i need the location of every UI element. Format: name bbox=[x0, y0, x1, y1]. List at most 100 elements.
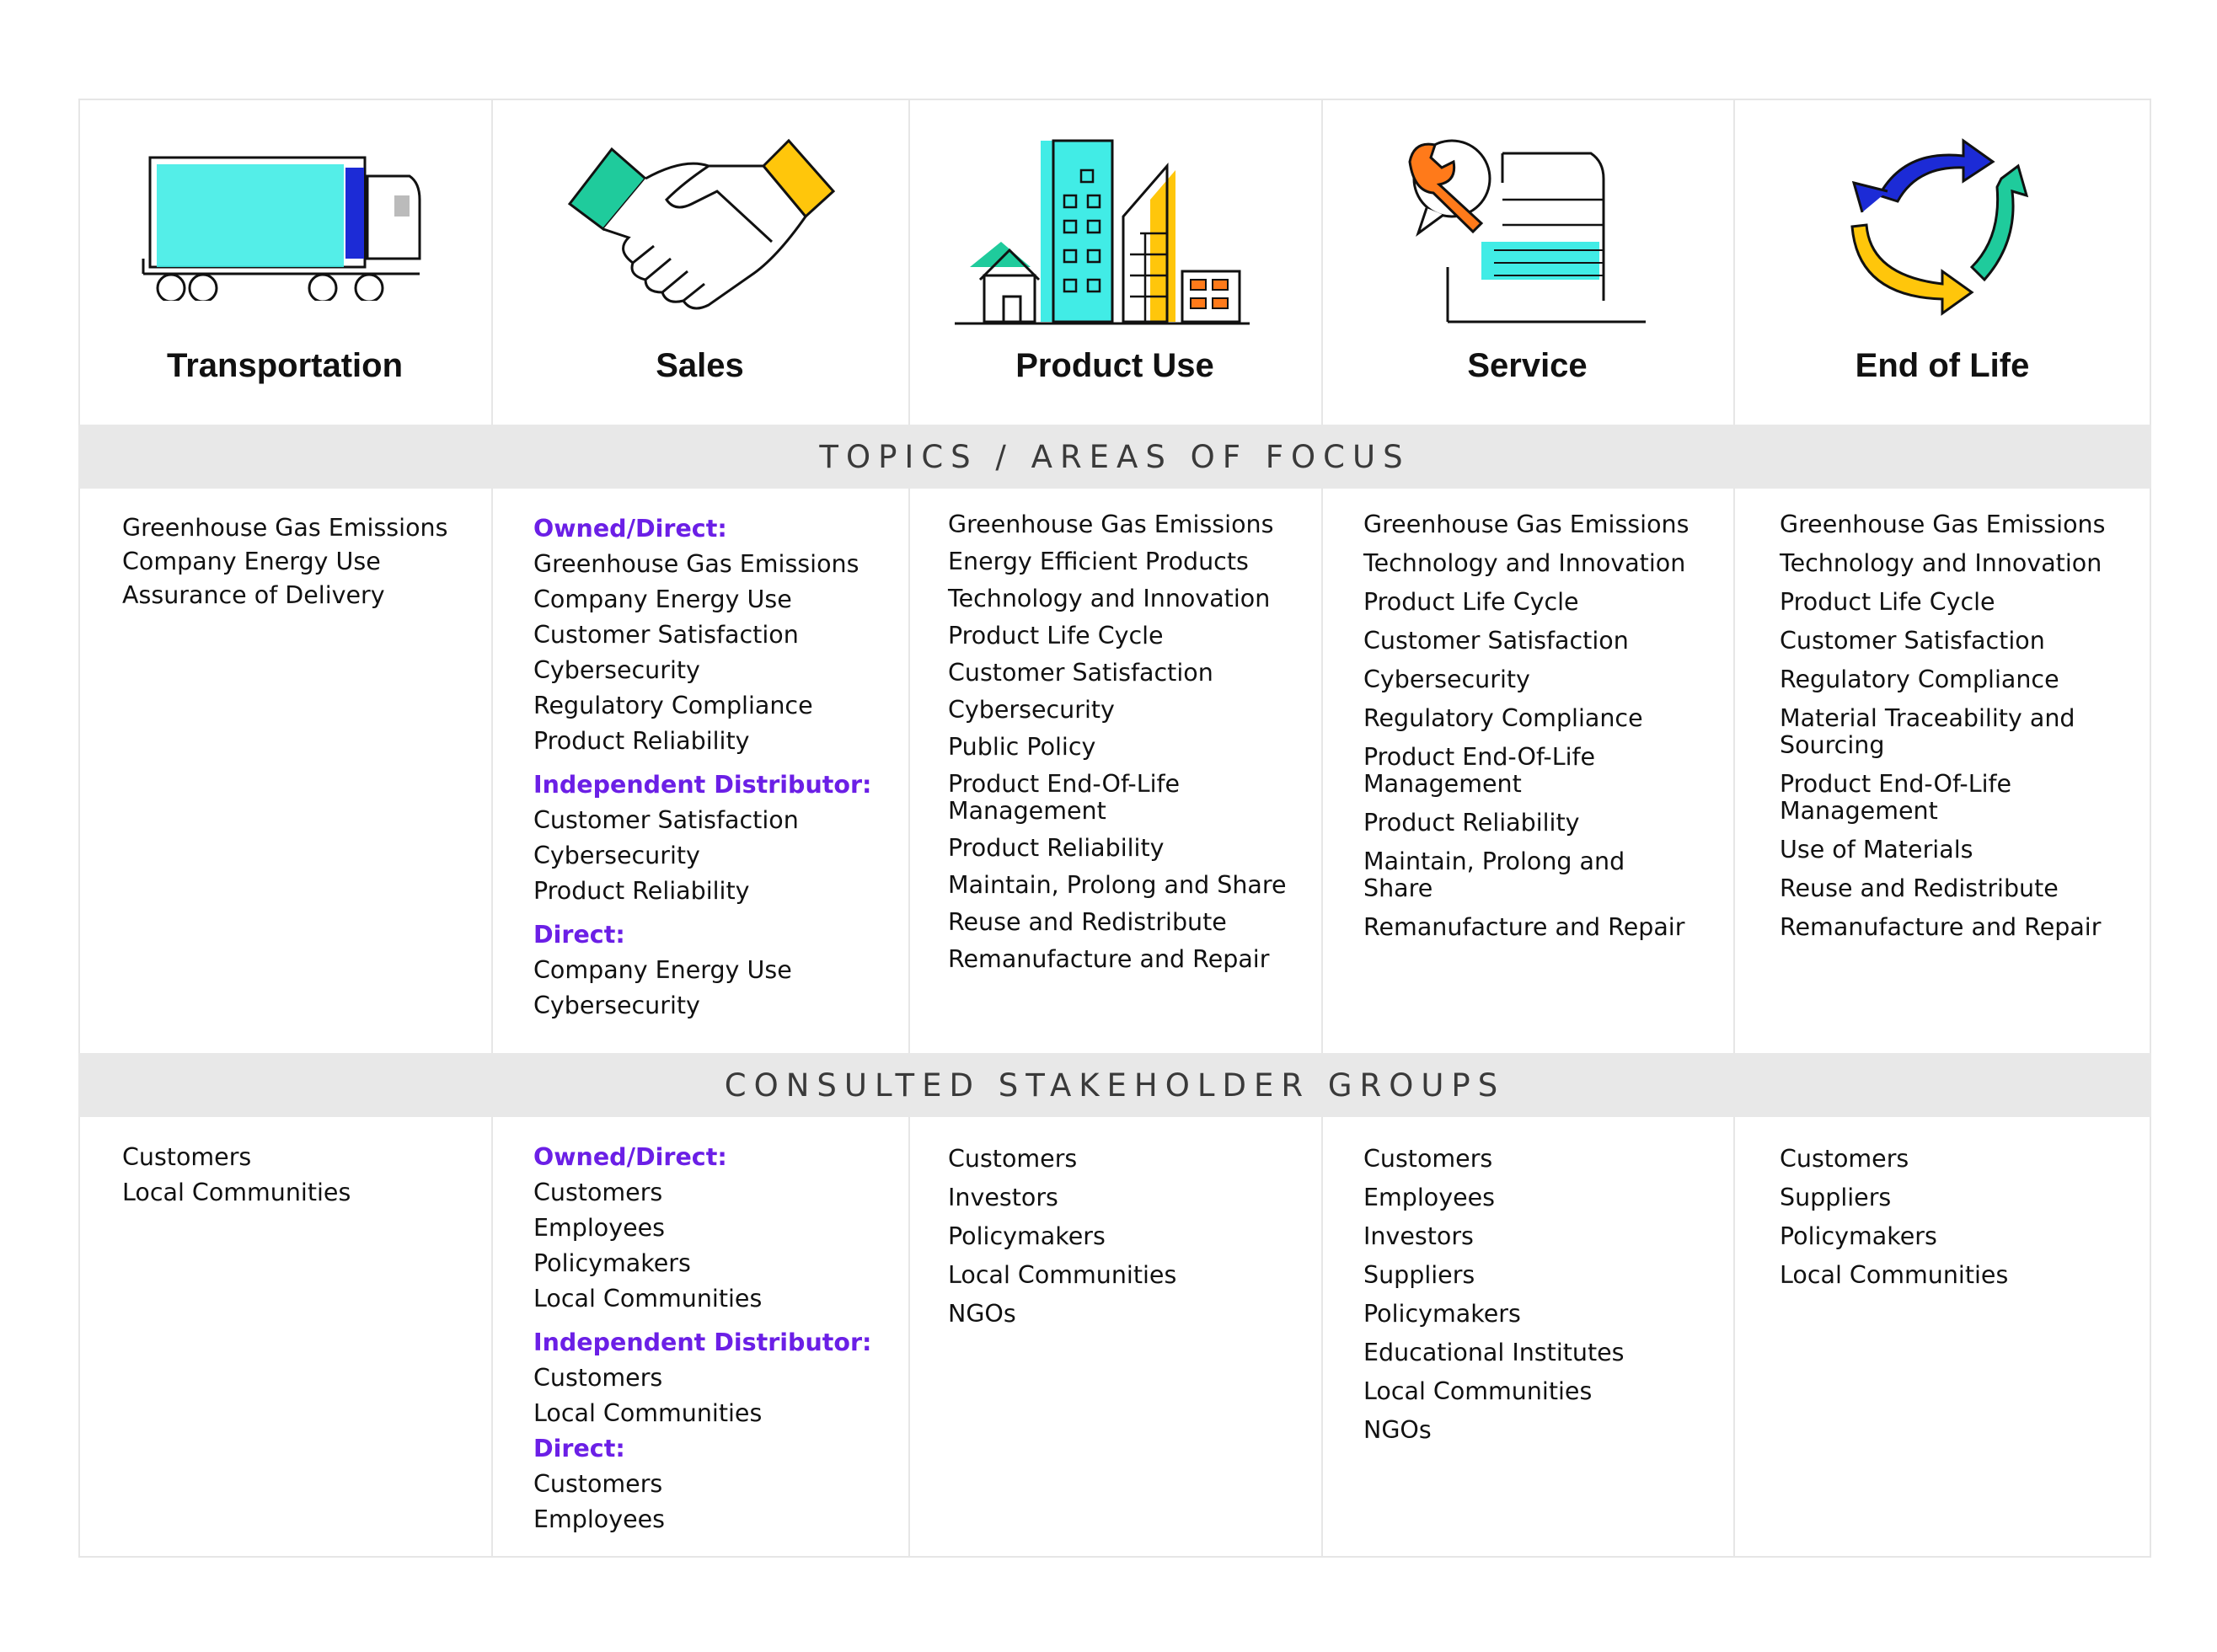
list-item: Customers bbox=[1780, 1145, 1909, 1173]
list-item: Suppliers bbox=[1780, 1184, 1892, 1211]
list-item: Remanufacture and Repair bbox=[1363, 913, 1685, 941]
stage-service: Service bbox=[1321, 99, 1733, 425]
list-item: Customers bbox=[533, 1364, 663, 1392]
diagram-frame bbox=[78, 99, 2151, 1558]
list-item: Customer Satisfaction bbox=[1780, 627, 2045, 655]
stakeholders-service: Customers Employees Investors Suppliers … bbox=[1363, 1140, 1625, 1450]
wrench-document-icon bbox=[1407, 139, 1646, 323]
list-item: Greenhouse Gas Emissions bbox=[533, 550, 859, 578]
list-item: Product End-Of-Life Management bbox=[948, 770, 1181, 825]
list-item: Customer Satisfaction bbox=[1363, 627, 1629, 655]
column-divider bbox=[1733, 99, 1735, 1558]
list-item: Cybersecurity bbox=[533, 992, 700, 1019]
list-item: Assurance of Delivery bbox=[122, 581, 385, 609]
list-item: Customers bbox=[533, 1179, 663, 1206]
stage-title: End of Life bbox=[1855, 347, 2030, 384]
list-item: Customers bbox=[533, 1470, 663, 1498]
stakeholders-sales: Owned/Direct: Customers Employees Policy… bbox=[533, 1140, 871, 1537]
list-item: Remanufacture and Repair bbox=[1780, 913, 2102, 941]
list-item: Greenhouse Gas Emissions bbox=[948, 511, 1274, 538]
list-item: Local Communities bbox=[533, 1285, 763, 1313]
list-item: Company Energy Use bbox=[533, 956, 792, 984]
list-item: Regulatory Compliance bbox=[1780, 666, 2059, 693]
group-header-direct: Direct: bbox=[533, 921, 625, 949]
stage-product-use: Product Use bbox=[908, 99, 1321, 425]
list-item: Customers bbox=[948, 1145, 1078, 1173]
list-item: Investors bbox=[1363, 1222, 1474, 1250]
list-item: Customer Satisfaction bbox=[533, 806, 799, 834]
list-item: Company Energy Use bbox=[533, 585, 792, 613]
truck-icon bbox=[142, 156, 421, 301]
recycle-arrows-icon bbox=[1850, 138, 2029, 316]
list-item: Regulatory Compliance bbox=[533, 692, 813, 719]
list-item: Customers bbox=[122, 1143, 252, 1171]
list-item: Greenhouse Gas Emissions bbox=[1363, 511, 1690, 538]
list-item: NGOs bbox=[948, 1300, 1016, 1328]
list-item: Suppliers bbox=[1363, 1261, 1475, 1289]
stage-title: Product Use bbox=[1015, 347, 1214, 384]
stakeholders-transportation: Customers Local Communities bbox=[122, 1140, 351, 1211]
group-header-owned-direct: Owned/Direct: bbox=[533, 1143, 727, 1171]
list-item: Customer Satisfaction bbox=[533, 621, 799, 649]
list-item: Public Policy bbox=[948, 733, 1096, 761]
list-item: Policymakers bbox=[1780, 1222, 1937, 1250]
list-item: Technology and Innovation bbox=[948, 585, 1271, 612]
list-item: Reuse and Redistribute bbox=[1780, 874, 2059, 902]
stage-title: Service bbox=[1467, 347, 1588, 384]
list-item: Product End-Of-Life Management bbox=[1363, 743, 1596, 798]
list-item: Local Communities bbox=[1363, 1377, 1593, 1405]
list-item: Cybersecurity bbox=[533, 842, 700, 869]
list-item: Local Communities bbox=[533, 1399, 763, 1427]
list-item: Policymakers bbox=[1363, 1300, 1521, 1328]
list-item: Maintain, Prolong and Share bbox=[1363, 847, 1625, 902]
list-item: Employees bbox=[533, 1214, 665, 1242]
list-item: Product Reliability bbox=[533, 877, 750, 905]
list-item: Maintain, Prolong and Share bbox=[948, 871, 1287, 899]
stakeholders-band: CONSULTED STAKEHOLDER GROUPS bbox=[78, 1053, 2151, 1117]
list-item: Product Reliability bbox=[1363, 809, 1580, 837]
list-item: Cybersecurity bbox=[1363, 666, 1530, 693]
list-item: Greenhouse Gas Emissions bbox=[122, 514, 448, 542]
list-item: Regulatory Compliance bbox=[1363, 704, 1643, 732]
list-item: Use of Materials bbox=[1780, 836, 1973, 863]
list-item: Technology and Innovation bbox=[1363, 549, 1686, 577]
stage-title: Transportation bbox=[166, 347, 404, 384]
list-item: Educational Institutes bbox=[1363, 1339, 1625, 1366]
group-header-independent-distributor: Independent Distributor: bbox=[533, 1329, 872, 1356]
list-item: Technology and Innovation bbox=[1780, 549, 2102, 577]
list-item: Product Life Cycle bbox=[1780, 588, 1995, 616]
group-header-independent-distributor: Independent Distributor: bbox=[533, 771, 872, 799]
list-item: Policymakers bbox=[533, 1249, 691, 1277]
list-item: Employees bbox=[533, 1505, 665, 1533]
stage-end-of-life: End of Life bbox=[1733, 99, 2151, 425]
group-header-direct: Direct: bbox=[533, 1435, 625, 1462]
list-item: Policymakers bbox=[948, 1222, 1106, 1250]
list-item: Product Reliability bbox=[948, 834, 1165, 862]
stakeholders-product-use: Customers Investors Policymakers Local C… bbox=[948, 1140, 1176, 1334]
topics-transportation: Greenhouse Gas Emissions Company Energy … bbox=[122, 511, 447, 612]
topics-sales: Owned/Direct: Greenhouse Gas Emissions C… bbox=[533, 511, 871, 1024]
column-divider bbox=[491, 99, 493, 1558]
list-item: Company Energy Use bbox=[122, 548, 381, 575]
list-item: Investors bbox=[948, 1184, 1058, 1211]
list-item: Local Communities bbox=[122, 1179, 351, 1206]
list-item: Customers bbox=[1363, 1145, 1493, 1173]
stage-sales: Sales bbox=[491, 99, 908, 425]
column-divider bbox=[1321, 99, 1323, 1558]
list-item: Remanufacture and Repair bbox=[948, 945, 1270, 973]
stage-title: Sales bbox=[656, 347, 744, 384]
list-item: Cybersecurity bbox=[948, 696, 1115, 724]
list-item: Local Communities bbox=[1780, 1261, 2009, 1289]
list-item: Energy Efficient Products bbox=[948, 548, 1249, 575]
list-item: Product Life Cycle bbox=[1363, 588, 1579, 616]
stage-transportation: Transportation bbox=[78, 99, 491, 425]
list-item: Cybersecurity bbox=[533, 656, 700, 684]
handshake-icon bbox=[567, 138, 835, 310]
list-item: Local Communities bbox=[948, 1261, 1177, 1289]
topics-band: TOPICS / AREAS OF FOCUS bbox=[78, 425, 2151, 489]
buildings-icon bbox=[955, 139, 1250, 325]
list-item: Reuse and Redistribute bbox=[948, 908, 1227, 936]
list-item: Product End-Of-Life Management bbox=[1780, 770, 2012, 825]
list-item: Product Life Cycle bbox=[948, 622, 1164, 650]
